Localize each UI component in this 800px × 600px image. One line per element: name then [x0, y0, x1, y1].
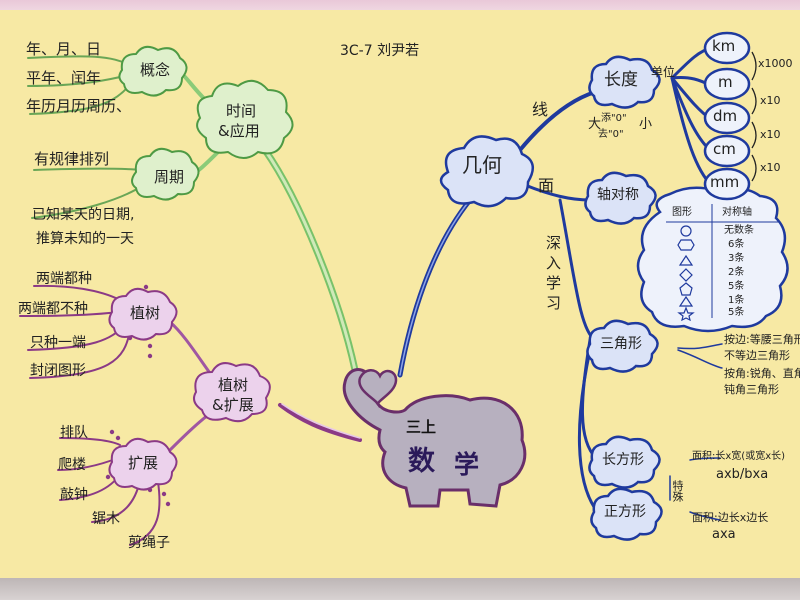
axis-table-lines	[666, 204, 780, 318]
expand-item-3: 敲钟	[60, 487, 88, 503]
face-word: 面	[538, 176, 555, 195]
tree-item-1: 两端都种	[36, 271, 92, 287]
tree-branch-bubbles	[108, 287, 271, 491]
unit-ovals	[703, 31, 751, 201]
axis-row-1: 无数条	[724, 225, 754, 236]
concept-node-label: 概念	[140, 61, 171, 79]
tree-branch-title-line1: 植树	[218, 376, 249, 394]
cycle-item-2: 已知某天的日期,	[32, 207, 135, 223]
axis-row-3: 3条	[728, 253, 745, 264]
rectangle-formula-short: axb/bxa	[716, 467, 769, 482]
elephant-illustration	[342, 368, 527, 508]
axis-row-6: 1条	[728, 295, 745, 306]
unit-km: km	[712, 37, 736, 55]
square-node-label: 正方形	[604, 504, 646, 520]
tree-item-3: 只种一端	[30, 335, 86, 351]
tree-branch-title-line2: &扩展	[212, 396, 254, 414]
unit-mm: mm	[710, 173, 740, 191]
deep-study-char-4: 习	[546, 294, 562, 312]
line-word: 线	[532, 100, 549, 119]
triangle-node-label: 三角形	[600, 336, 642, 352]
concept-item-3: 年历月历周历、	[26, 97, 132, 115]
unit-arrows	[751, 51, 757, 182]
length-note-big: 大	[588, 117, 602, 132]
time-branch-title-line2: &应用	[218, 122, 260, 140]
axis-row-4: 2条	[728, 267, 745, 278]
axis-row-7: 5条	[728, 307, 745, 318]
expand-item-2: 爬楼	[58, 457, 86, 473]
length-unit-word: 单位	[651, 65, 676, 79]
axis-table-header-axis: 对称轴	[722, 207, 752, 218]
axis-row-2: 6条	[728, 239, 745, 250]
factor-km-m: x1000	[758, 57, 793, 70]
factor-dm-cm: x10	[760, 128, 781, 141]
axis-row-5: 5条	[728, 281, 745, 292]
geometry-node-label: 几何	[462, 153, 502, 177]
factor-cm-mm: x10	[760, 161, 781, 174]
author-label: 3C-7 刘尹若	[340, 43, 420, 59]
tree-item-4: 封闭图形	[30, 363, 86, 379]
triangle-line-1: 按边:等腰三角形	[724, 333, 800, 346]
triangle-line-3: 按角:锐角、直角、	[724, 367, 800, 380]
cycle-item-1: 有规律排列	[34, 150, 110, 168]
expand-item-5: 剪绳子	[128, 535, 170, 551]
unit-cm: cm	[713, 140, 736, 158]
concept-item-1: 年、月、日	[26, 40, 102, 58]
center-grade-label: 三上	[406, 418, 437, 436]
length-note-small: 小	[639, 117, 653, 132]
tree-node-label: 植树	[130, 304, 161, 322]
unit-dm: dm	[713, 107, 738, 125]
paper-shadow	[0, 578, 800, 600]
time-branch-bubbles	[118, 45, 294, 201]
length-node-label: 长度	[604, 70, 638, 90]
center-subject-char1: 数	[408, 446, 435, 477]
triangle-line-4: 钝角三角形	[724, 383, 779, 396]
length-note-remove: 去"0"	[598, 129, 624, 140]
axis-table-shapes	[677, 225, 695, 322]
tree-branch-lines	[19, 284, 362, 546]
concept-item-2: 平年、闰年	[26, 69, 102, 87]
unit-m: m	[718, 73, 733, 91]
deep-study-char-1: 深	[546, 234, 562, 252]
time-branch-title-line1: 时间	[226, 102, 257, 120]
center-subject-char2: 学	[454, 450, 480, 479]
square-formula: 面积:边长x边长	[692, 511, 769, 524]
cycle-item-3: 推算未知的一天	[36, 231, 134, 247]
rectangle-node-label: 长方形	[602, 452, 644, 468]
tree-item-2: 两端都不种	[18, 301, 88, 317]
rectangle-formula: 面积:长x宽(或宽x长)	[692, 451, 786, 462]
deep-study-char-2: 入	[546, 254, 562, 272]
length-note-add: 添"0"	[601, 113, 627, 124]
axis-table-header-shape: 图形	[672, 207, 692, 218]
expand-node-label: 扩展	[128, 454, 159, 472]
geometry-branch-bubbles	[439, 55, 789, 541]
square-formula-short: axa	[712, 527, 736, 542]
factor-m-dm: x10	[760, 94, 781, 107]
expand-item-4: 锯木	[92, 511, 120, 527]
triangle-line-2: 不等边三角形	[724, 349, 790, 362]
expand-item-1: 排队	[60, 425, 88, 441]
cycle-node-label: 周期	[154, 168, 185, 186]
axis-node-label: 轴对称	[597, 187, 639, 203]
deep-study-char-3: 学	[546, 274, 562, 292]
special-label: 特殊	[671, 480, 684, 502]
